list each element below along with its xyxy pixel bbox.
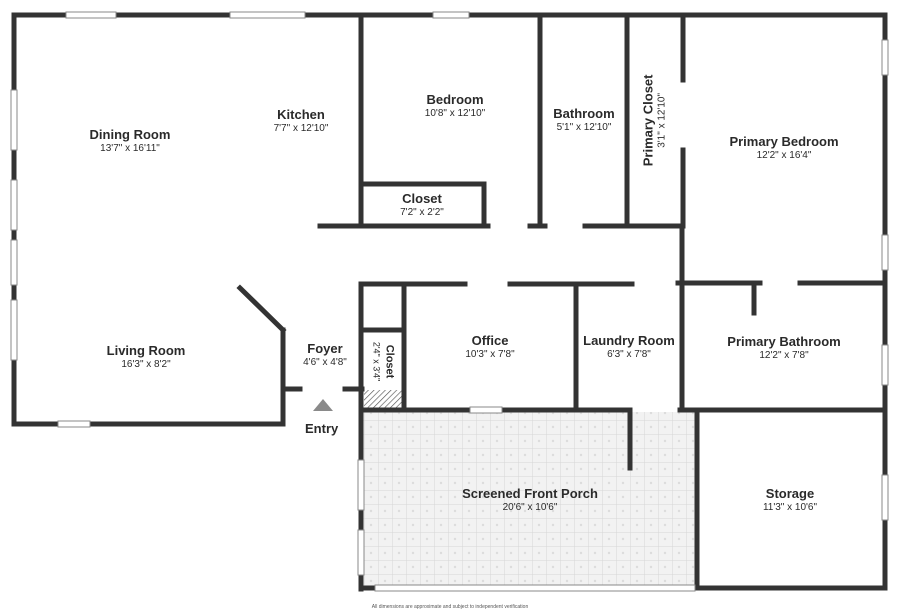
room-office: Office 10'3" x 7'8" bbox=[440, 333, 540, 362]
room-name: Primary Closet bbox=[640, 74, 656, 167]
windows bbox=[10, 11, 889, 592]
room-name: Kitchen bbox=[277, 107, 325, 122]
room-dims: 16'3" x 8'2" bbox=[121, 359, 171, 371]
room-bedroom: Bedroom 10'8" x 12'10" bbox=[400, 92, 510, 121]
room-dims: 13'7" x 16'11" bbox=[100, 143, 160, 155]
room-dims: 10'8" x 12'10" bbox=[424, 108, 486, 120]
room-dims: 12'2" x 7'8" bbox=[759, 350, 809, 362]
room-name: Living Room bbox=[106, 343, 186, 358]
room-dims: 7'7" x 12'10" bbox=[273, 123, 329, 135]
room-dims: 12'2" x 16'4" bbox=[756, 150, 812, 162]
entry-arrow-icon bbox=[313, 399, 333, 411]
entry-label: Entry bbox=[305, 421, 339, 436]
room-primary-closet: Primary Closet 3'1" x 12'10" bbox=[641, 70, 670, 170]
foyer-closet-hatch bbox=[364, 390, 402, 408]
room-name: Laundry Room bbox=[583, 333, 675, 348]
room-kitchen: Kitchen 7'7" x 12'10" bbox=[246, 107, 356, 136]
room-laundry: Laundry Room 6'3" x 7'8" bbox=[576, 333, 682, 362]
room-name: Bathroom bbox=[553, 106, 615, 121]
room-name: Screened Front Porch bbox=[462, 486, 598, 501]
footnote: All dimensions are approximate and subje… bbox=[371, 604, 529, 610]
porch-floor bbox=[362, 412, 698, 586]
room-dims: 7'2" x 2'2" bbox=[400, 207, 444, 219]
room-name: Closet bbox=[383, 344, 396, 379]
room-porch: Screened Front Porch 20'6" x 10'6" bbox=[445, 486, 615, 515]
room-dims: 20'6" x 10'6" bbox=[502, 502, 558, 514]
room-name: Primary Bathroom bbox=[727, 334, 841, 349]
room-bathroom: Bathroom 5'1" x 12'10" bbox=[538, 106, 630, 135]
room-primary-bathroom: Primary Bathroom 12'2" x 7'8" bbox=[714, 334, 854, 363]
room-name: Office bbox=[471, 333, 509, 348]
room-name: Primary Bedroom bbox=[729, 134, 839, 149]
room-name: Foyer bbox=[307, 341, 343, 356]
room-dims: 2'4" x 3'4" bbox=[371, 341, 382, 382]
room-living: Living Room 16'3" x 8'2" bbox=[80, 343, 212, 372]
room-dims: 6'3" x 7'8" bbox=[607, 349, 651, 361]
room-primary-bedroom: Primary Bedroom 12'2" x 16'4" bbox=[714, 134, 854, 163]
room-dims: 5'1" x 12'10" bbox=[556, 122, 612, 134]
room-storage: Storage 11'3" x 10'6" bbox=[740, 486, 840, 515]
room-dims: 11'3" x 10'6" bbox=[762, 502, 818, 514]
room-name: Bedroom bbox=[426, 92, 484, 107]
room-foyer: Foyer 4'6" x 4'8" bbox=[290, 341, 360, 370]
room-dims: 3'1" x 12'10" bbox=[656, 92, 668, 148]
room-name: Storage bbox=[765, 486, 815, 501]
room-dims: 10'3" x 7'8" bbox=[465, 349, 515, 361]
room-name: Dining Room bbox=[89, 127, 171, 142]
room-closet-foyer: Closet 2'4" x 3'4" bbox=[371, 322, 396, 402]
room-closet-hall: Closet 7'2" x 2'2" bbox=[372, 191, 472, 220]
room-dims: 4'6" x 4'8" bbox=[303, 357, 347, 369]
room-name: Closet bbox=[402, 191, 442, 206]
room-dining: Dining Room 13'7" x 16'11" bbox=[60, 127, 200, 156]
